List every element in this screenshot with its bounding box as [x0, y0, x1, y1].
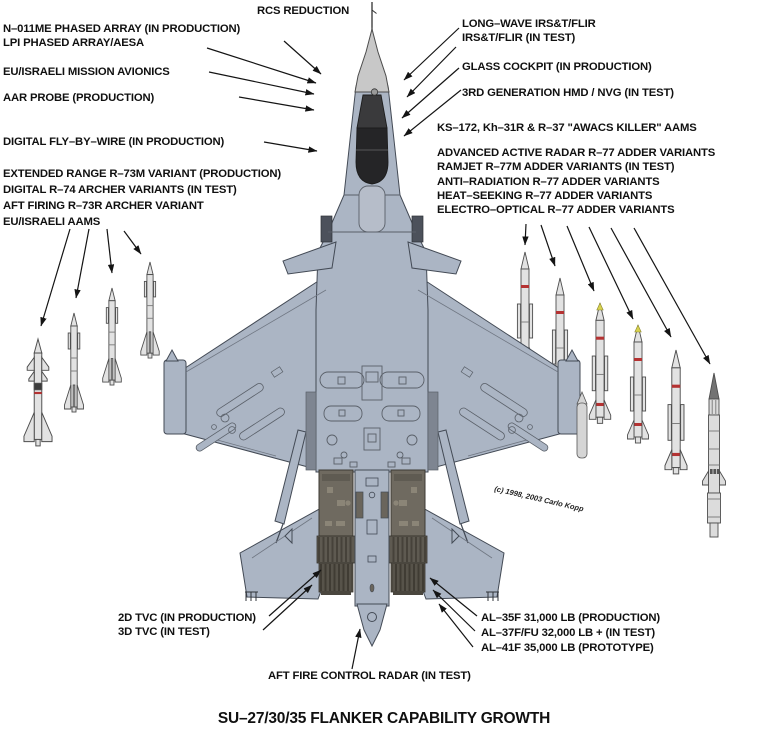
- label-aft-radar: AFT FIRE CONTROL RADAR (IN TEST): [268, 669, 471, 683]
- annotation-text: EU/ISRAELI MISSION AVIONICS: [3, 66, 170, 78]
- diagram-title: SU–27/30/35 FLANKER CAPABILITY GROWTH: [217, 710, 551, 727]
- label-left-avionics: EU/ISRAELI MISSION AVIONICS: [3, 65, 170, 79]
- annotation-text: LPI PHASED ARRAY/AESA: [3, 37, 145, 49]
- label-tvc: 2D TVC (IN PRODUCTION) 3D TVC (IN TEST): [118, 611, 256, 639]
- left-missile-group: [23, 261, 160, 447]
- annotation-text: ADVANCED ACTIVE RADAR R–77 ADDER VARIANT…: [437, 147, 716, 159]
- annotation-text: IRS&T/FLIR (IN TEST): [462, 32, 576, 44]
- annotation-text: LONG–WAVE IRS&T/FLIR: [462, 18, 596, 30]
- label-awacs-killer-aams: KS–172, Kh–31R & R–37 "AWACS KILLER" AAM…: [437, 121, 697, 135]
- label-left-missiles: EXTENDED RANGE R–73M VARIANT (PRODUCTION…: [3, 166, 281, 230]
- annotation-text: EXTENDED RANGE R–73M VARIANT (PRODUCTION…: [3, 168, 281, 180]
- annotation-arrows: [40, 27, 711, 670]
- label-irst: LONG–WAVE IRS&T/FLIR IRS&T/FLIR (IN TEST…: [462, 17, 596, 45]
- annotation-text: AAR PROBE (PRODUCTION): [3, 92, 155, 104]
- radome: [354, 2, 390, 93]
- annotation-text: DIGITAL R–74 ARCHER VARIANTS (IN TEST): [3, 184, 237, 196]
- label-hmd-nvg: 3RD GENERATION HMD / NVG (IN TEST): [462, 86, 674, 100]
- label-glass-cockpit: GLASS COCKPIT (IN PRODUCTION): [462, 60, 652, 74]
- annotation-text: AL–37F/FU 32,000 LB + (IN TEST): [481, 627, 655, 639]
- annotation-text: 3D TVC (IN TEST): [118, 626, 210, 638]
- annotation-text: AL–35F 31,000 LB (PRODUCTION): [481, 612, 660, 624]
- right-missile-group: [514, 251, 726, 538]
- annotation-text: AFT FIRING R–73R ARCHER VARIANT: [3, 200, 204, 212]
- label-engines: AL–35F 31,000 LB (PRODUCTION) AL–37F/FU …: [481, 611, 660, 656]
- annotation-text: HEAT–SEEKING R–77 ADDER VARIANTS: [437, 189, 653, 202]
- annotation-text: EU/ISRAELI AAMS: [3, 216, 101, 228]
- panel-lines: [319, 194, 425, 468]
- annotation-text: ANTI–RADIATION R–77 ADDER VARIANTS: [437, 175, 660, 188]
- label-left-radar: N–011ME PHASED ARRAY (IN PRODUCTION) LPI…: [3, 22, 240, 50]
- annotation-text: AL–41F 35,000 LB (PROTOTYPE): [481, 642, 654, 654]
- annotation-text: RCS REDUCTION: [257, 5, 350, 17]
- label-aar-probe: AAR PROBE (PRODUCTION): [3, 91, 154, 105]
- seeker-yellow-tip: [596, 302, 604, 311]
- annotation-text: ELECTRO–OPTICAL R–77 ADDER VARIANTS: [437, 204, 675, 217]
- annotation-text: N–011ME PHASED ARRAY (IN PRODUCTION): [3, 23, 241, 35]
- annotation-text: DIGITAL FLY–BY–WIRE (IN PRODUCTION): [3, 136, 225, 148]
- annotation-text: AFT FIRE CONTROL RADAR (IN TEST): [268, 670, 471, 682]
- annotation-text: GLASS COCKPIT (IN PRODUCTION): [462, 61, 652, 73]
- label-rcs-reduction: RCS REDUCTION: [257, 4, 349, 18]
- seeker-yellow-tip: [634, 324, 642, 333]
- label-fly-by-wire: DIGITAL FLY–BY–WIRE (IN PRODUCTION): [3, 135, 224, 149]
- annotation-text: KS–172, Kh–31R & R–37 "AWACS KILLER" AAM…: [437, 122, 697, 134]
- annotation-text: RAMJET R–77M ADDER VARIANTS (IN TEST): [437, 161, 675, 174]
- wingtip-ecm-pod: [576, 390, 588, 459]
- cockpit-canopy: [355, 88, 389, 185]
- label-right-missiles: ADVANCED ACTIVE RADAR R–77 ADDER VARIANT…: [437, 146, 715, 217]
- annotation-text: 3RD GENERATION HMD / NVG (IN TEST): [462, 87, 674, 99]
- copyright-text: (c) 1998, 2003 Carlo Kopp: [494, 484, 585, 513]
- annotation-text: 2D TVC (IN PRODUCTION): [118, 612, 256, 624]
